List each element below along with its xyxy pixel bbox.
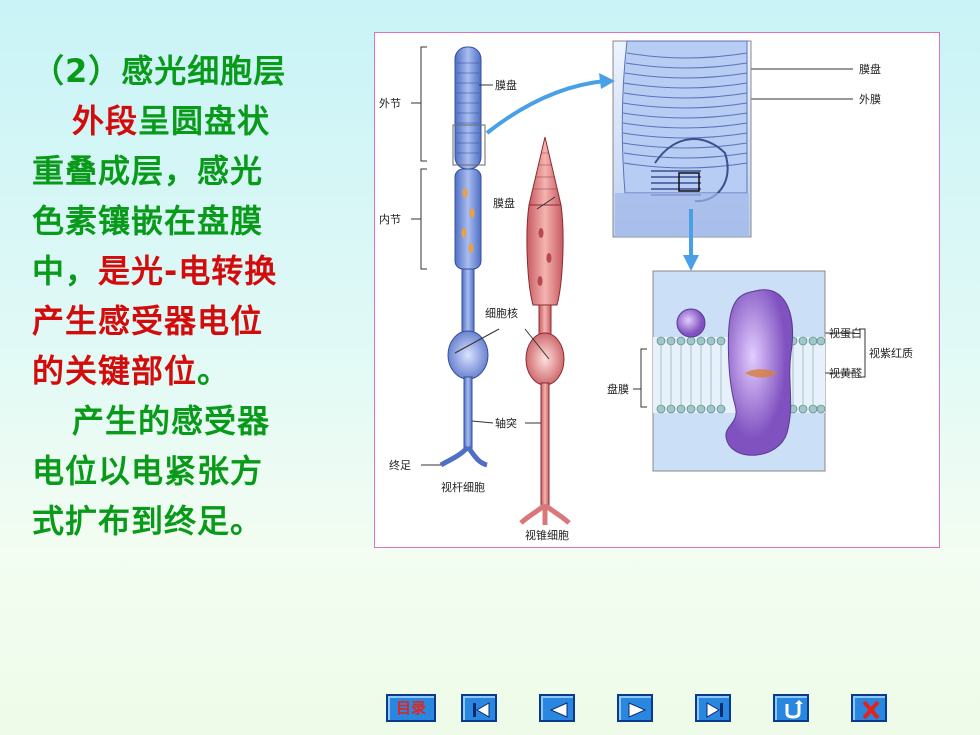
- keyword-outer-segment: 外段: [72, 102, 139, 140]
- next-icon: [628, 702, 647, 718]
- label-inner-segment: 内节: [379, 212, 401, 226]
- last-page-icon: [706, 702, 723, 718]
- last-page-button[interactable]: [695, 694, 731, 722]
- paragraph-1-line-2: 重叠成层，感光: [32, 152, 264, 190]
- next-button[interactable]: [617, 694, 653, 722]
- return-button[interactable]: [773, 694, 809, 722]
- label-outer-membrane: 外膜: [859, 93, 881, 106]
- label-cone-cell: 视锥细胞: [525, 528, 569, 542]
- first-page-icon: [473, 702, 490, 718]
- photoreceptor-figure: 外节 内节 膜盘 膜盘 细胞核 轴突 终足 视杆细胞 视锥细胞 膜盘 外膜 视蛋…: [374, 32, 940, 548]
- paragraph-1-line-4: 中，是光-电转换: [32, 246, 347, 296]
- toc-button[interactable]: 目录: [386, 694, 436, 722]
- toc-label: 目录: [395, 699, 426, 717]
- exit-button[interactable]: [851, 694, 887, 722]
- text-fragment: 呈圆盘状: [138, 102, 271, 140]
- keyword-key-site: 的关键部位: [32, 352, 198, 390]
- paragraph-2-line-2: 电位以电紧张方: [32, 452, 264, 490]
- label-rhodopsin: 视紫红质: [869, 346, 913, 360]
- text-fragment: 中，: [32, 252, 99, 290]
- disc-stack-inset: [612, 40, 752, 238]
- label-terminal: 终足: [389, 458, 411, 472]
- keyword-conversion: 是光-电转换: [98, 252, 278, 290]
- prev-icon: [549, 702, 568, 718]
- paragraph-2-line-1: 产生的感受器: [72, 402, 271, 440]
- paragraph-1-line-3: 色素镶嵌在盘膜: [32, 202, 264, 240]
- paragraph-1-line-5: 产生感受器电位: [32, 302, 264, 340]
- slide-text: （2）感光细胞层 外段呈圆盘状 重叠成层，感光 色素镶嵌在盘膜 中，是光-电转换…: [32, 46, 347, 546]
- return-icon: [785, 700, 803, 719]
- label-disc-top: 膜盘: [859, 62, 881, 76]
- paragraph-1-line-1: 外段呈圆盘状: [32, 96, 347, 146]
- cone-cell: [519, 136, 571, 525]
- paragraph-1-line-6: 的关键部位。: [32, 346, 347, 396]
- rod-cell: [439, 46, 489, 468]
- zoom-arrows: [485, 73, 699, 271]
- label-axon: 轴突: [495, 416, 517, 430]
- label-brackets: [411, 46, 866, 466]
- text-fragment: 。: [197, 352, 231, 390]
- paragraph-2-line-3: 式扩布到终足。: [32, 502, 264, 540]
- label-rod-disc: 膜盘: [495, 78, 517, 92]
- first-page-button[interactable]: [461, 694, 497, 722]
- section-heading: （2）感光细胞层: [32, 52, 287, 90]
- photoreceptor-diagram: 外节 内节 膜盘 膜盘 细胞核 轴突 终足 视杆细胞 视锥细胞 膜盘 外膜 视蛋…: [379, 40, 913, 542]
- label-nucleus: 细胞核: [485, 306, 518, 320]
- label-opsin: 视蛋白: [829, 326, 862, 340]
- label-cone-disc: 膜盘: [493, 196, 515, 210]
- label-rod-cell: 视杆细胞: [441, 480, 485, 494]
- prev-button[interactable]: [539, 694, 575, 722]
- close-icon: [862, 700, 880, 720]
- label-retinal: 视黄醛: [829, 366, 862, 380]
- label-outer-segment: 外节: [379, 97, 401, 110]
- rhodopsin-inset: [652, 270, 826, 472]
- label-disc-membrane: 盘膜: [607, 382, 629, 396]
